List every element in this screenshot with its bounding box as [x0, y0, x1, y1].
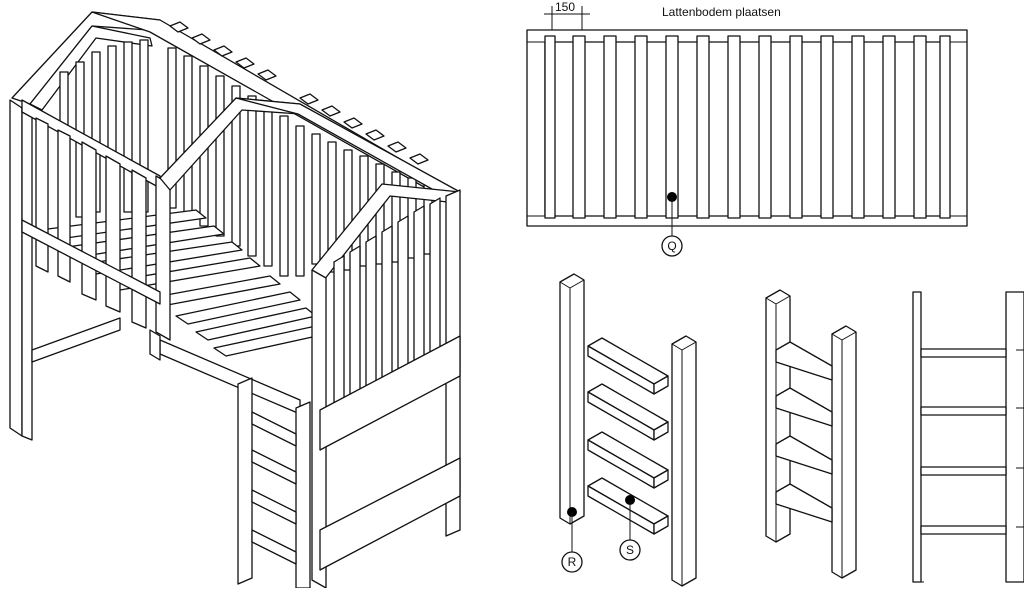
ladder-exploded-view: R S	[559, 273, 697, 587]
left-leg-back	[149, 329, 161, 361]
callout-q-label: Q	[667, 239, 676, 253]
isometric-bed-drawing	[9, 11, 461, 589]
ladder-assembled-view	[765, 289, 857, 579]
left-leg-brace	[31, 317, 121, 363]
bed-mid-post	[155, 175, 171, 341]
roof-gable-left-inner	[29, 25, 153, 111]
roof-gable-middle	[159, 97, 301, 191]
end-board-bottom	[319, 457, 461, 571]
ladder-stile-left	[559, 273, 585, 525]
bed-post-back-left	[9, 99, 23, 437]
dimension-label: 150	[555, 0, 575, 14]
roof-battens	[169, 21, 429, 165]
ladder-treads	[587, 337, 669, 535]
callout-q-circle	[661, 235, 683, 257]
end-board-top	[319, 335, 461, 451]
callout-r-label: R	[568, 555, 577, 569]
bed-leg-left	[21, 107, 33, 441]
callout-r-circle	[561, 551, 583, 573]
right-end-balusters	[333, 197, 441, 407]
slatted-base-title: Lattenbodem plaatsen	[662, 5, 781, 19]
left-low-rail	[21, 219, 161, 305]
callout-s-label: S	[626, 543, 634, 557]
ladder-front-view	[912, 291, 1024, 583]
bed-ladder	[237, 377, 311, 589]
base-slats	[544, 35, 951, 219]
callout-s-circle	[619, 539, 641, 561]
slatted-base-top-view: Lattenbodem plaatsen 150	[526, 0, 968, 257]
ladder-stile-right	[671, 335, 697, 587]
